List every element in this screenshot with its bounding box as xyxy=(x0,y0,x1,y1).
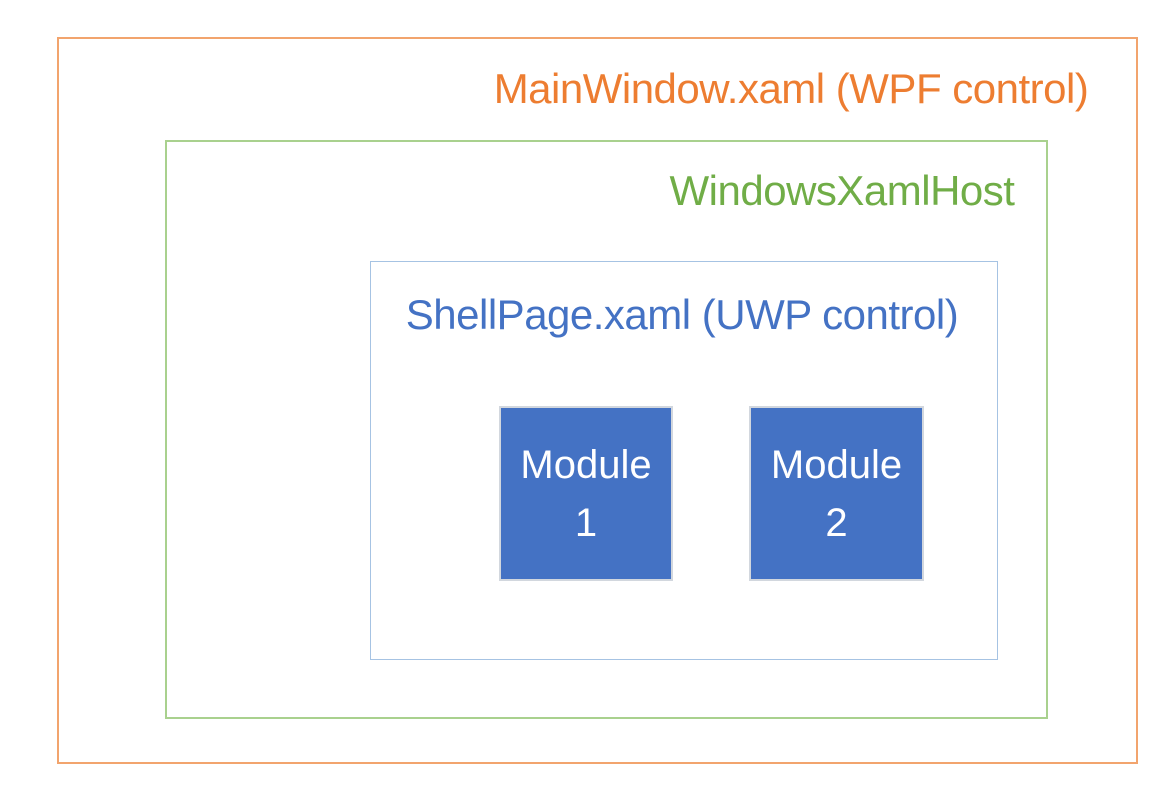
module-1-number: 1 xyxy=(574,500,598,545)
mainwindow-box: MainWindow.xaml (WPF control) WindowsXam… xyxy=(57,37,1138,764)
windowsxamlhost-box: WindowsXamlHost ShellPage.xaml (UWP cont… xyxy=(165,140,1048,719)
module-2-number: 2 xyxy=(825,500,848,545)
windowsxamlhost-label: WindowsXamlHost xyxy=(669,167,1015,214)
shellpage-label: ShellPage.xaml (UWP control) xyxy=(405,291,959,338)
shellpage-box: ShellPage.xaml (UWP control) Module 1 Mo… xyxy=(370,261,998,660)
module-2-box: Module 2 xyxy=(749,406,924,581)
module-1-box: Module 1 xyxy=(499,406,673,581)
module-2-name: Module xyxy=(770,442,903,487)
module-1-name: Module xyxy=(520,442,652,487)
mainwindow-label: MainWindow.xaml (WPF control) xyxy=(493,65,1089,112)
